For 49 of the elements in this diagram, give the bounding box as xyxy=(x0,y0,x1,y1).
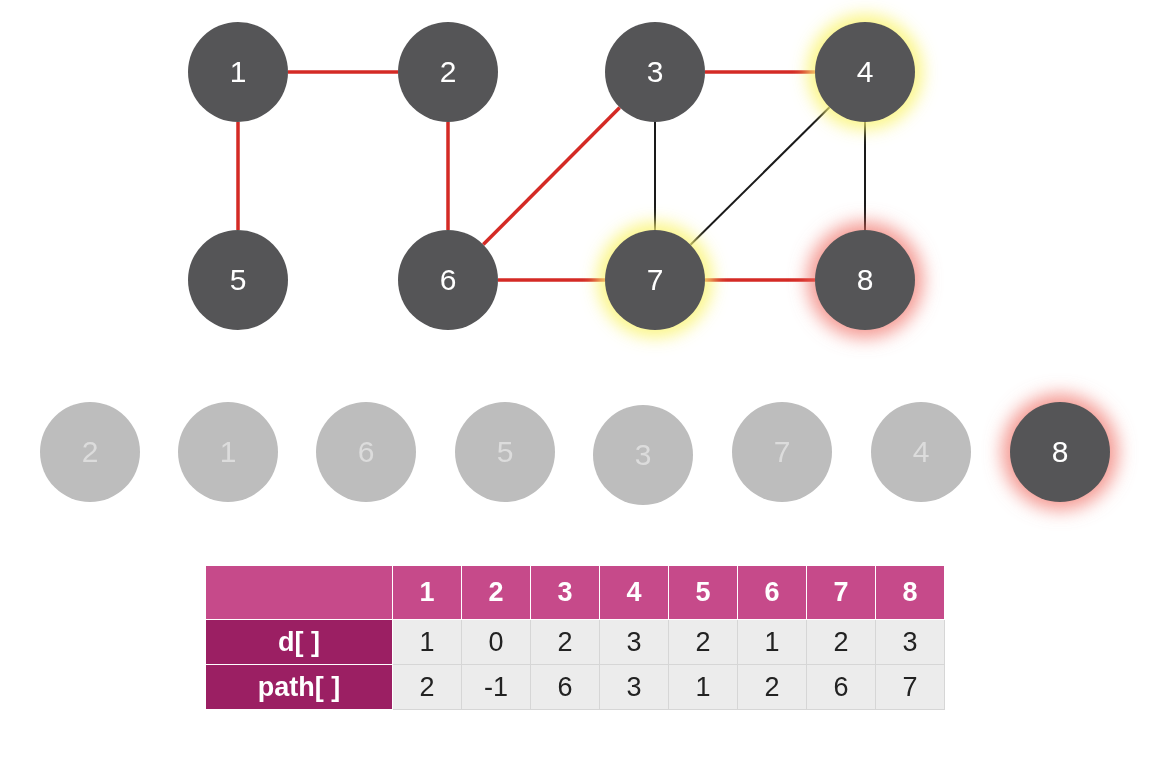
column-header-cell: 2 xyxy=(461,565,531,620)
table-cell: 6 xyxy=(806,664,876,710)
table-cell: 3 xyxy=(599,619,669,665)
table-cell: 2 xyxy=(806,619,876,665)
table-cell: 2 xyxy=(737,664,807,710)
table-cell: 3 xyxy=(875,619,945,665)
node-label: 6 xyxy=(439,263,457,297)
table-cell: 1 xyxy=(392,619,462,665)
node-label: 8 xyxy=(856,263,874,297)
column-header-cell: 8 xyxy=(875,565,945,620)
edge-line xyxy=(705,70,815,74)
graph-vertex-circle xyxy=(605,230,705,330)
table-cell: 2 xyxy=(392,664,462,710)
edge-line xyxy=(498,278,605,282)
table-cell: 1 xyxy=(737,619,807,665)
node-label: 5 xyxy=(229,263,247,297)
node-label: 1 xyxy=(229,55,247,89)
edge-line xyxy=(236,122,240,230)
edge-line xyxy=(864,121,866,231)
column-header-cell: 3 xyxy=(530,565,600,620)
column-header-cell: 1 xyxy=(392,565,462,620)
table-cell: 2 xyxy=(668,619,738,665)
graph-vertex-circle xyxy=(815,230,915,330)
edge-line xyxy=(705,278,815,282)
node-label: 8 xyxy=(1051,435,1069,469)
table-cell: 7 xyxy=(875,664,945,710)
edge-line xyxy=(446,122,450,230)
queue-item-circle xyxy=(1010,402,1110,502)
table-cell: -1 xyxy=(461,664,531,710)
edge-line xyxy=(654,121,656,231)
edge-line xyxy=(288,70,398,74)
edge-line xyxy=(482,106,621,246)
column-header-cell: 7 xyxy=(806,565,876,620)
column-header-cell: 4 xyxy=(599,565,669,620)
table-cell: 6 xyxy=(530,664,600,710)
node-label: 2 xyxy=(439,55,457,89)
table-cell: 3 xyxy=(599,664,669,710)
table-cell: 1 xyxy=(668,664,738,710)
table-cell: 0 xyxy=(461,619,531,665)
row-header-cell: path[ ] xyxy=(205,664,393,710)
row-header-cell: d[ ] xyxy=(205,619,393,665)
node-label: 3 xyxy=(646,55,664,89)
column-header-cell: 6 xyxy=(737,565,807,620)
node-label: 4 xyxy=(856,55,874,89)
node-label: 7 xyxy=(646,263,664,297)
edge-line xyxy=(689,106,831,246)
graph-vertex-circle xyxy=(815,22,915,122)
column-header-cell: 5 xyxy=(668,565,738,620)
table-cell: 2 xyxy=(530,619,600,665)
